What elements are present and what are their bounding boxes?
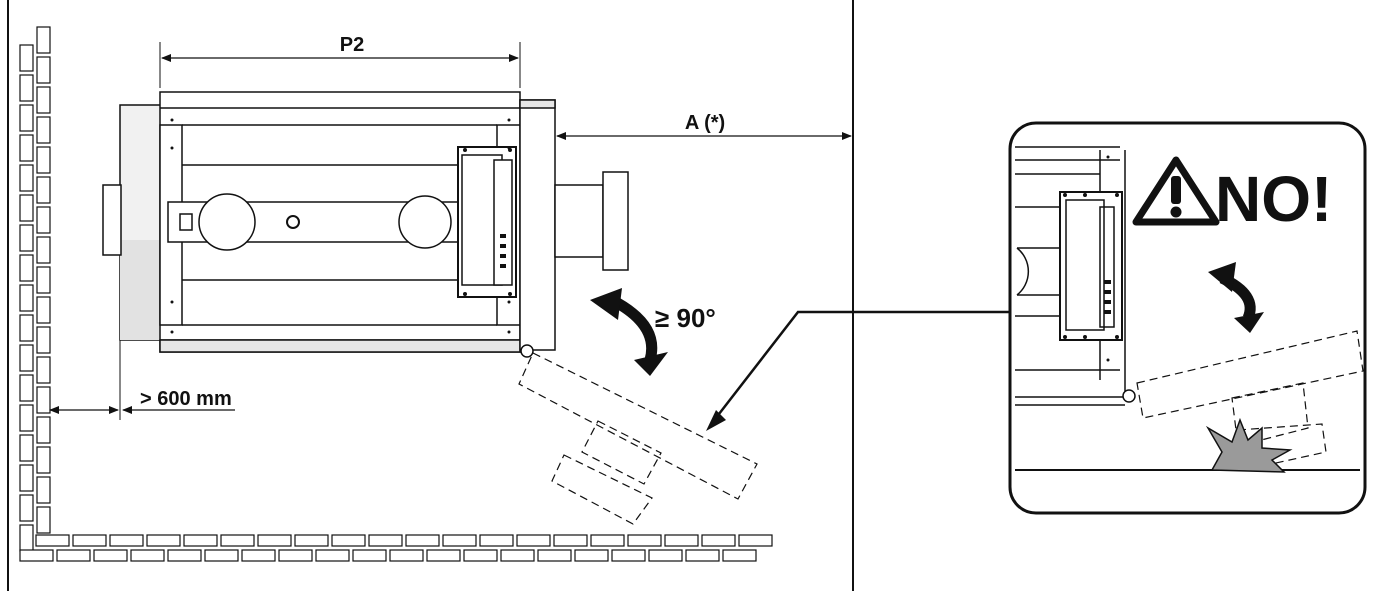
- brick: [36, 506, 51, 534]
- brick: [574, 549, 609, 562]
- brick: [294, 534, 329, 547]
- brick: [738, 534, 773, 547]
- brick: [479, 534, 514, 547]
- brick: [537, 549, 572, 562]
- brick: [368, 534, 403, 547]
- inset-curved-double-arrow-icon: [1208, 262, 1264, 333]
- brick: [36, 356, 51, 384]
- brick: [35, 534, 70, 547]
- curved-double-arrow-icon: [590, 288, 668, 376]
- brick: [426, 549, 461, 562]
- inset-bolts: [1063, 155, 1119, 362]
- brick: [701, 534, 736, 547]
- brick: [19, 224, 34, 252]
- brick: [19, 44, 34, 72]
- brick: [315, 549, 350, 562]
- dimension-p2: P2: [159, 34, 521, 88]
- brick: [36, 416, 51, 444]
- brick: [36, 296, 51, 324]
- brick: [36, 176, 51, 204]
- brick: [36, 116, 51, 144]
- brick: [352, 549, 387, 562]
- brick: [36, 386, 51, 414]
- door-swing-outline: [518, 352, 758, 525]
- leader-arrow: [706, 310, 1010, 431]
- brick: [722, 549, 757, 562]
- brick: [36, 86, 51, 114]
- brick: [36, 26, 51, 54]
- brick: [36, 446, 51, 474]
- brick: [442, 534, 477, 547]
- brick: [19, 404, 34, 432]
- brick: [331, 534, 366, 547]
- brick: [278, 549, 313, 562]
- label-p2: P2: [340, 34, 364, 56]
- unit-top-view: [102, 91, 629, 358]
- brick: [389, 549, 424, 562]
- brick: [36, 56, 51, 84]
- brick: [19, 524, 34, 552]
- inset-machine-detail: [1015, 146, 1136, 406]
- brick: [19, 464, 34, 492]
- brick: [19, 254, 34, 282]
- brick: [19, 344, 34, 372]
- brick: [611, 549, 646, 562]
- brick: [516, 534, 551, 547]
- brick: [19, 134, 34, 162]
- brick: [220, 534, 255, 547]
- brick: [36, 236, 51, 264]
- brick: [109, 534, 144, 547]
- brick-wall-bottom: [19, 534, 773, 562]
- brick: [648, 549, 683, 562]
- brick: [204, 549, 239, 562]
- brick: [685, 549, 720, 562]
- brick: [257, 534, 292, 547]
- brick: [19, 434, 34, 462]
- brick: [19, 494, 34, 522]
- brick: [36, 206, 51, 234]
- brick: [93, 549, 128, 562]
- frame-bolts: [170, 118, 512, 334]
- brick: [463, 549, 498, 562]
- brick: [36, 326, 51, 354]
- brick: [19, 104, 34, 132]
- brick: [146, 534, 181, 547]
- brick: [36, 266, 51, 294]
- brick: [183, 534, 218, 547]
- brick: [36, 476, 51, 504]
- brick: [167, 549, 202, 562]
- brick: [405, 534, 440, 547]
- brick: [664, 534, 699, 547]
- brick: [19, 74, 34, 102]
- label-angle: ≥ 90°: [655, 303, 716, 333]
- brick: [241, 549, 276, 562]
- room-outline: [7, 0, 854, 591]
- brick: [627, 534, 662, 547]
- dimension-clearance: > 600 mm: [49, 340, 235, 420]
- brick: [19, 374, 34, 402]
- brick: [19, 549, 54, 562]
- collision-burst-icon: [1205, 417, 1293, 473]
- brick: [72, 534, 107, 547]
- brick-wall-left: [19, 26, 51, 552]
- brick: [553, 534, 588, 547]
- warning-triangle-icon: [1132, 156, 1220, 226]
- brick: [56, 549, 91, 562]
- label-no: NO!: [1215, 163, 1332, 235]
- label-a: A (*): [685, 112, 725, 134]
- brick: [590, 534, 625, 547]
- brick: [36, 146, 51, 174]
- brick: [500, 549, 535, 562]
- brick: [19, 284, 34, 312]
- label-clearance: > 600 mm: [140, 388, 232, 410]
- dimension-a: A (*): [556, 112, 852, 140]
- inset-panel-no: NO!: [1008, 121, 1367, 515]
- brick: [19, 314, 34, 342]
- brick: [19, 194, 34, 222]
- brick: [19, 164, 34, 192]
- brick: [130, 549, 165, 562]
